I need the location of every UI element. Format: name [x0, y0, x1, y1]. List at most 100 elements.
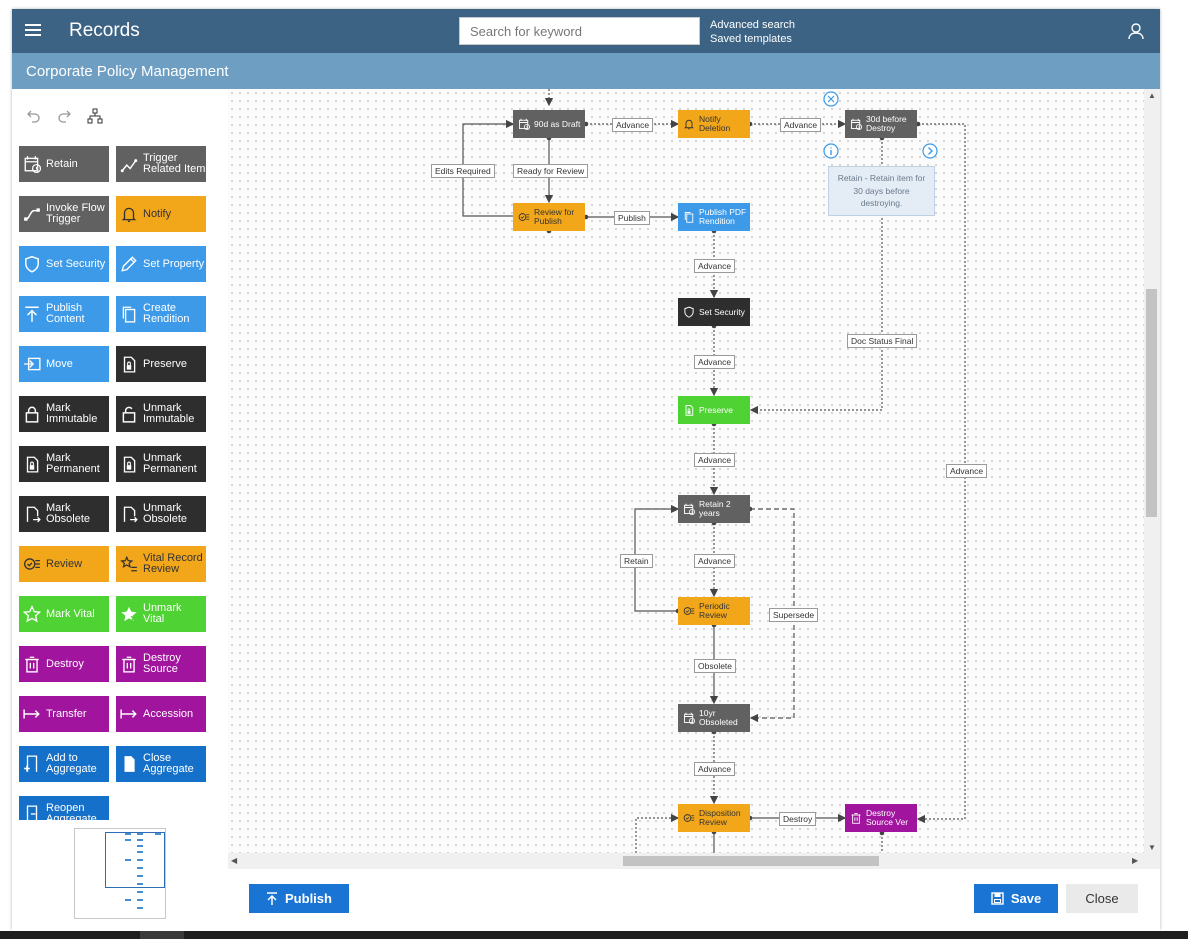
palette-item-label: Review [46, 557, 83, 570]
horizontal-scrollbar[interactable]: ◀ ▶ [228, 853, 1144, 869]
palette-item-label: Close Aggregate [143, 752, 194, 775]
edge-label-advance[interactable]: Advance [694, 259, 736, 273]
edge-label-advance[interactable]: Advance [694, 453, 736, 467]
palette-item-accession[interactable]: Accession [116, 696, 206, 732]
workflow-node-review-for-publish[interactable]: Review for Publish [513, 203, 585, 231]
scroll-left-icon[interactable]: ◀ [231, 856, 238, 865]
save-button[interactable]: Save [974, 884, 1058, 913]
close-button[interactable]: Close [1066, 884, 1138, 913]
palette-item-mark-vital[interactable]: Mark Vital [19, 596, 109, 632]
user-icon[interactable] [1127, 22, 1145, 40]
palette-item-unmark-permanent[interactable]: Unmark Permanent [116, 446, 206, 482]
reopen-icon [23, 805, 41, 820]
palette-item-label: Unmark Immutable [143, 402, 195, 425]
trash-icon [23, 655, 41, 673]
palette-item-mark-obsolete[interactable]: Mark Obsolete [19, 496, 109, 532]
edge-label-advance[interactable]: Advance [946, 464, 988, 478]
page-header: Corporate Policy Management [12, 53, 1160, 89]
edge-label-advance[interactable]: Advance [694, 762, 736, 776]
workflow-node-destroy-source-ver[interactable]: Destroy Source Ver [845, 804, 917, 832]
palette-item-preserve[interactable]: Preserve [116, 346, 206, 382]
workflow-node-retain-2-years[interactable]: Retain 2 years [678, 495, 750, 523]
palette-item-trigger-related-item[interactable]: Trigger Related Item [116, 146, 206, 182]
edge-label-publish[interactable]: Publish [614, 211, 650, 225]
scroll-up-icon[interactable]: ▲ [1148, 91, 1156, 100]
palette-item-add-to-aggregate[interactable]: Add to Aggregate [19, 746, 109, 782]
workflow-node-label: Preserve [699, 404, 734, 415]
undo-icon[interactable] [26, 108, 42, 124]
scroll-down-icon[interactable]: ▼ [1148, 843, 1156, 852]
minimap[interactable] [74, 828, 166, 919]
edge-label-destroy[interactable]: Destroy [779, 812, 817, 826]
workflow-node-periodic-review[interactable]: Periodic Review [678, 597, 750, 625]
palette-item-mark-permanent[interactable]: Mark Permanent [19, 446, 109, 482]
publish-button[interactable]: Publish [249, 884, 349, 913]
edge-label-advance[interactable]: Advance [780, 118, 822, 132]
taskbar-item[interactable] [140, 931, 184, 939]
palette-item-destroy-source[interactable]: Destroy Source [116, 646, 206, 682]
save-icon [991, 892, 1004, 905]
vertical-scrollbar[interactable]: ▲ ▼ [1144, 89, 1160, 869]
edge-label-advance[interactable]: Advance [612, 118, 654, 132]
palette-item-close-aggregate[interactable]: Close Aggregate [116, 746, 206, 782]
palette-item-invoke-flow-trigger[interactable]: Invoke Flow Trigger [19, 196, 109, 232]
review-icon [683, 605, 695, 617]
saved-templates-link[interactable]: Saved templates [710, 33, 792, 45]
workflow-node-publish-pdf-rendition[interactable]: Publish PDF Rendition [678, 203, 750, 231]
edge-label-advance[interactable]: Advance [694, 355, 736, 369]
info-icon[interactable] [823, 143, 839, 159]
layout-tree-icon[interactable] [87, 108, 103, 124]
redo-icon[interactable] [56, 108, 72, 124]
palette-item-reopen-aggregate[interactable]: Reopen Aggregate [19, 796, 109, 820]
horizontal-scroll-thumb[interactable] [623, 856, 879, 866]
upload-icon [267, 891, 278, 905]
edge-label-doc-status-final[interactable]: Doc Status Final [847, 334, 918, 348]
next-icon[interactable] [922, 143, 938, 159]
palette-item-mark-immutable[interactable]: Mark Immutable [19, 396, 109, 432]
palette-item-label: Mark Vital [46, 607, 95, 620]
palette-item-set-security[interactable]: Set Security [19, 246, 109, 282]
add-doc-icon [23, 755, 41, 773]
palette-item-unmark-obsolete[interactable]: Unmark Obsolete [116, 496, 206, 532]
vertical-scroll-thumb[interactable] [1146, 289, 1157, 517]
edge-label-ready-for-review[interactable]: Ready for Review [513, 164, 589, 178]
palette-item-label: Publish Content [46, 302, 85, 325]
close-tooltip-icon[interactable] [823, 91, 839, 107]
edge-label-advance[interactable]: Advance [694, 554, 736, 568]
palette-item-transfer[interactable]: Transfer [19, 696, 109, 732]
workflow-node-preserve[interactable]: Preserve [678, 396, 750, 424]
palette-item-label: Retain [46, 157, 78, 170]
edge-label-obsolete[interactable]: Obsolete [694, 659, 737, 673]
palette-item-notify[interactable]: Notify [116, 196, 206, 232]
workflow-node-30d-before-destroy[interactable]: 30d before Destroy [845, 110, 917, 138]
palette-item-retain[interactable]: Retain [19, 146, 109, 182]
hamburger-menu-icon[interactable] [25, 24, 41, 36]
workflow-node-set-security[interactable]: Set Security [678, 298, 750, 326]
search-input[interactable] [459, 17, 700, 45]
advanced-search-link[interactable]: Advanced search [710, 19, 795, 31]
workflow-canvas[interactable]: 90d as Draft Notify Deletion 30d before De… [228, 89, 1160, 869]
palette-item-destroy[interactable]: Destroy [19, 646, 109, 682]
move-icon [23, 355, 41, 373]
minimap-viewport[interactable] [105, 832, 165, 888]
palette-item-set-property[interactable]: Set Property [116, 246, 206, 282]
edge-label-supersede[interactable]: Supersede [769, 608, 819, 622]
palette-item-unmark-immutable[interactable]: Unmark Immutable [116, 396, 206, 432]
palette-item-review[interactable]: Review [19, 546, 109, 582]
edge-label-edits-required[interactable]: Edits Required [431, 164, 495, 178]
palette-item-label: Mark Obsolete [46, 502, 91, 525]
palette-item-unmark-vital[interactable]: Unmark Vital [116, 596, 206, 632]
workflow-node-notify-deletion[interactable]: Notify Deletion [678, 110, 750, 138]
palette-item-publish-content[interactable]: Publish Content [19, 296, 109, 332]
scroll-right-icon[interactable]: ▶ [1132, 856, 1139, 865]
palette-item-label: Preserve [143, 357, 188, 370]
workflow-node-10yr-obsoleted[interactable]: 10yr Obsoleted [678, 704, 750, 732]
palette-item-move[interactable]: Move [19, 346, 109, 382]
workflow-node-label: Notify Deletion [699, 114, 731, 133]
palette-item-create-rendition[interactable]: Create Rendition [116, 296, 206, 332]
palette-item-vital-record-review[interactable]: Vital Record Review [116, 546, 206, 582]
workflow-node-90d-as-draft[interactable]: 90d as Draft [513, 110, 585, 138]
workflow-node-disposition-review[interactable]: Disposition Review [678, 804, 750, 832]
edge-label-retain[interactable]: Retain [620, 554, 653, 568]
